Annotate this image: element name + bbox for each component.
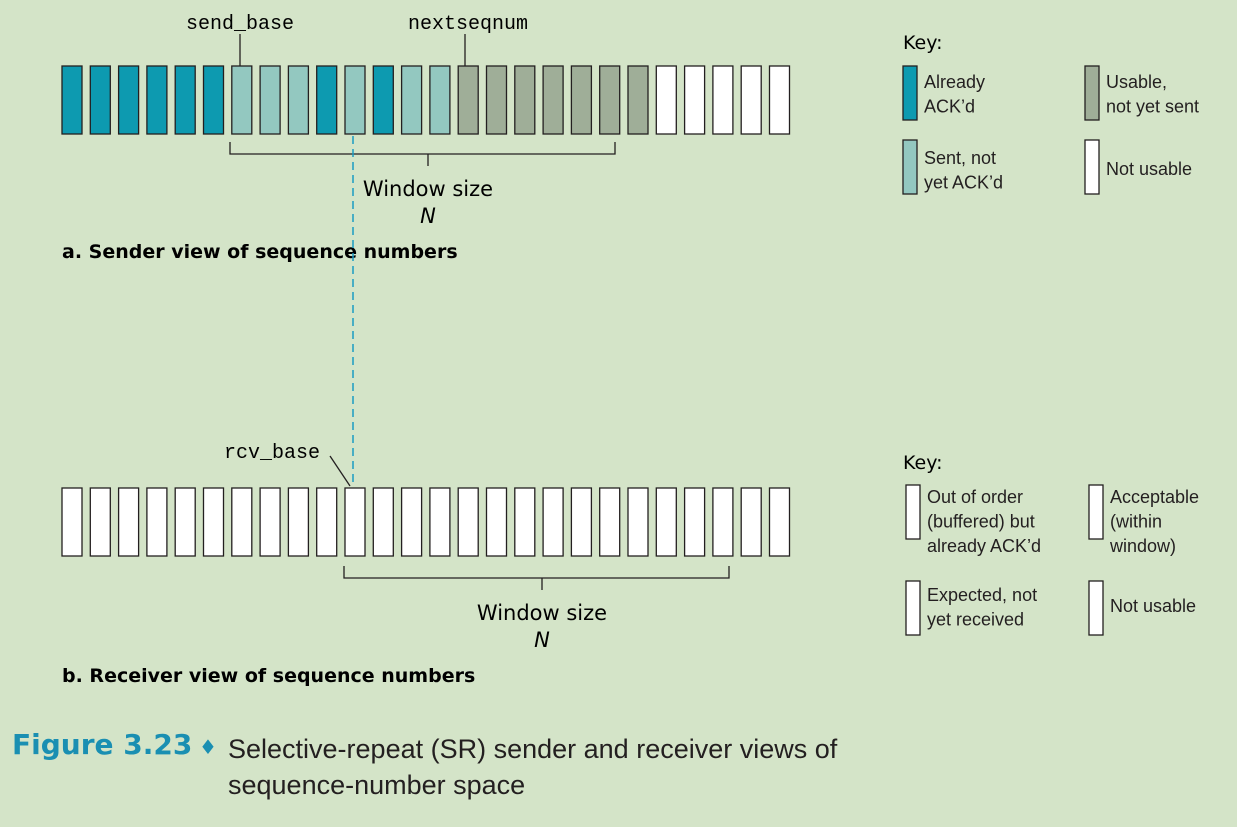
receiver-cell-ooo — [372, 487, 394, 557]
sender-cell-none — [740, 65, 762, 135]
sender-cell-usable — [570, 65, 593, 135]
receiver-cell-accept — [429, 487, 451, 557]
sender-key-swatch-usable — [1084, 65, 1100, 121]
sender-caption: a. Sender view of sequence numbers — [62, 241, 458, 263]
sender-cell-none — [768, 65, 791, 135]
sender-cell-usable — [457, 65, 479, 135]
receiver-key-label-none: Not usable — [1110, 596, 1196, 616]
receiver-cell-none — [712, 487, 734, 557]
sender-cell-ack — [372, 65, 394, 135]
sender-cell-sent — [231, 65, 253, 135]
send-base-label: send_base — [186, 13, 294, 36]
receiver-cell-none — [287, 487, 310, 557]
sender-window-n: N — [420, 204, 436, 228]
receiver-caption: b. Receiver view of sequence numbers — [62, 665, 475, 687]
receiver-cell-none — [231, 487, 253, 557]
sender-key-label-none: Not usable — [1106, 159, 1192, 179]
receiver-cell-accept — [514, 487, 536, 557]
sender-key-swatch-sent — [902, 139, 918, 195]
sender-window-label: Window size — [363, 177, 493, 201]
sender-cell-sent — [344, 65, 366, 135]
receiver-cell-none — [146, 487, 168, 557]
receiver-cell-accept — [655, 487, 677, 557]
figure-separator: ♦ — [199, 735, 217, 759]
receiver-key-swatch-none — [1088, 580, 1104, 636]
receiver-cell-none — [740, 487, 762, 557]
receiver-cell-accept — [627, 487, 649, 557]
sender-key-title: Key: — [903, 32, 942, 54]
receiver-cell-accept — [485, 487, 508, 557]
receiver-cell-accept — [570, 487, 593, 557]
sender-cell-none — [655, 65, 677, 135]
sender-cell-sent — [400, 65, 423, 135]
sender-window-bracket — [229, 142, 616, 166]
receiver-cell-expected — [316, 487, 338, 557]
sender-cell-ack — [89, 65, 111, 135]
sender-cell-ack — [316, 65, 338, 135]
figure-number: Figure 3.23 — [12, 728, 193, 761]
sender-cell-none — [712, 65, 734, 135]
receiver-cell-accept — [683, 487, 706, 557]
sender-cell-ack — [146, 65, 168, 135]
receiver-window-n: N — [534, 628, 550, 652]
receiver-cell-accept — [542, 487, 564, 557]
rcv-base-pointer — [329, 455, 351, 487]
receiver-sequence-cells — [61, 487, 791, 557]
receiver-key-title: Key: — [903, 452, 942, 474]
receiver-cell-none — [202, 487, 225, 557]
receiver-cell-accept — [599, 487, 621, 557]
receiver-cell-none — [259, 487, 281, 557]
receiver-window-bracket — [343, 566, 730, 590]
sender-cell-ack — [61, 65, 83, 135]
receiver-key-swatch-ooo — [905, 484, 921, 540]
sender-cell-ack — [174, 65, 196, 135]
receiver-cell-none — [89, 487, 111, 557]
sender-cell-sent — [429, 65, 451, 135]
receiver-key-swatch-expected — [905, 580, 921, 636]
receiver-cell-none — [174, 487, 196, 557]
sender-key-label-usable: Usable,not yet sent — [1106, 72, 1199, 117]
receiver-cell-accept — [457, 487, 479, 557]
sender-cell-sent — [287, 65, 310, 135]
receiver-cell-none — [117, 487, 140, 557]
figure-title: Selective-repeat (SR) sender and receive… — [228, 734, 838, 800]
receiver-cell-none — [768, 487, 791, 557]
receiver-cell-none — [61, 487, 83, 557]
sender-cell-ack — [117, 65, 140, 135]
receiver-key-swatch-accept — [1088, 484, 1104, 540]
receiver-cell-ooo — [344, 487, 366, 557]
receiver-window-label: Window size — [477, 601, 607, 625]
sender-cell-sent — [259, 65, 281, 135]
sender-cell-usable — [542, 65, 564, 135]
sender-key-swatch-none — [1084, 139, 1100, 195]
sender-cell-usable — [485, 65, 508, 135]
sender-cell-usable — [627, 65, 649, 135]
sender-cell-ack — [202, 65, 225, 135]
nextseqnum-label: nextseqnum — [408, 13, 528, 36]
sender-cell-usable — [514, 65, 536, 135]
rcv-base-label: rcv_base — [224, 442, 320, 465]
sender-sequence-cells — [61, 65, 791, 135]
sender-key-swatch-ack — [902, 65, 918, 121]
receiver-cell-ooo — [400, 487, 423, 557]
sender-cell-none — [683, 65, 706, 135]
sender-cell-usable — [599, 65, 621, 135]
